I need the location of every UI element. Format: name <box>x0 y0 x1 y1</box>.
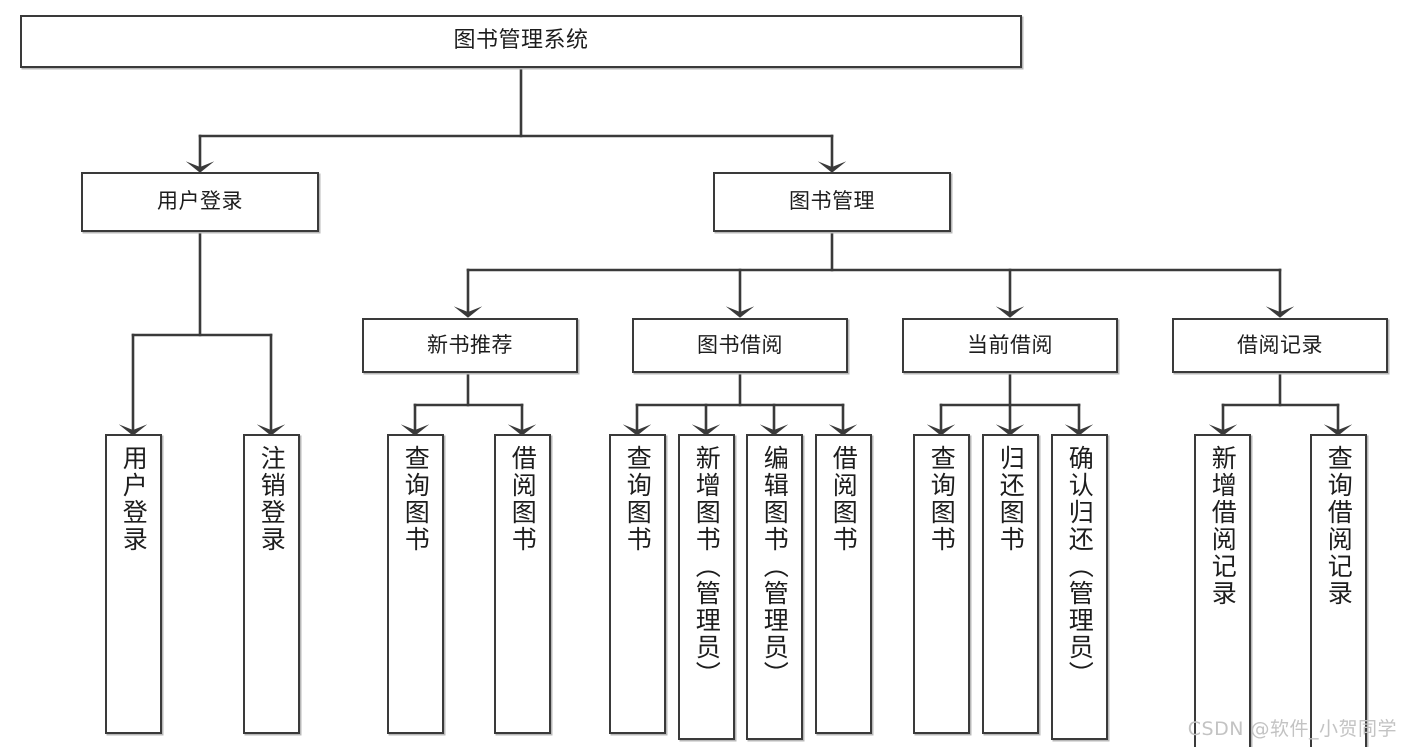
node-leaf-confirm-return[interactable]: 确认归还（管理员） <box>1051 434 1108 740</box>
node-leaf-return-book[interactable]: 归还图书 <box>982 434 1039 734</box>
node-leaf-borrow-book-1-label: 借阅图书 <box>508 445 538 553</box>
node-leaf-add-record[interactable]: 新增借阅记录 <box>1194 434 1251 747</box>
node-book-borrow[interactable]: 图书借阅 <box>632 318 848 373</box>
node-root[interactable]: 图书管理系统 <box>20 15 1022 68</box>
node-leaf-borrow-book-1[interactable]: 借阅图书 <box>494 434 551 734</box>
node-leaf-borrow-book-2-label: 借阅图书 <box>829 445 859 553</box>
node-book-borrow-label: 图书借阅 <box>697 332 783 357</box>
node-current-borrow[interactable]: 当前借阅 <box>902 318 1118 373</box>
node-leaf-query-book-2[interactable]: 查询图书 <box>609 434 666 734</box>
node-new-book-rec[interactable]: 新书推荐 <box>362 318 578 373</box>
node-borrow-record-label: 借阅记录 <box>1237 332 1323 357</box>
node-leaf-query-record-label: 查询借阅记录 <box>1324 445 1354 607</box>
node-leaf-add-book[interactable]: 新增图书（管理员） <box>678 434 735 740</box>
node-borrow-record[interactable]: 借阅记录 <box>1172 318 1388 373</box>
node-book-manage[interactable]: 图书管理 <box>713 172 951 232</box>
node-leaf-query-book-3[interactable]: 查询图书 <box>913 434 970 734</box>
node-leaf-query-book-1[interactable]: 查询图书 <box>387 434 444 734</box>
node-leaf-query-record[interactable]: 查询借阅记录 <box>1310 434 1367 747</box>
node-root-label: 图书管理系统 <box>453 28 589 54</box>
node-leaf-edit-book-label: 编辑图书（管理员） <box>760 445 790 688</box>
node-new-book-rec-label: 新书推荐 <box>427 332 513 357</box>
watermark: CSDN @软件_小贺同学 <box>1187 718 1397 740</box>
node-leaf-confirm-return-label: 确认归还（管理员） <box>1065 445 1095 688</box>
node-leaf-add-record-label: 新增借阅记录 <box>1208 445 1238 607</box>
node-leaf-logout[interactable]: 注销登录 <box>243 434 300 734</box>
node-leaf-logout-label: 注销登录 <box>257 445 287 553</box>
node-leaf-add-book-label: 新增图书（管理员） <box>692 445 722 688</box>
node-leaf-user-login-label: 用户登录 <box>119 445 149 553</box>
node-user-login-label: 用户登录 <box>157 189 243 214</box>
node-book-manage-label: 图书管理 <box>789 189 875 214</box>
node-leaf-query-book-2-label: 查询图书 <box>623 445 653 553</box>
node-leaf-query-book-3-label: 查询图书 <box>927 445 957 553</box>
node-leaf-borrow-book-2[interactable]: 借阅图书 <box>815 434 872 734</box>
node-user-login[interactable]: 用户登录 <box>81 172 319 232</box>
node-current-borrow-label: 当前借阅 <box>967 332 1053 357</box>
node-leaf-edit-book[interactable]: 编辑图书（管理员） <box>746 434 803 740</box>
node-leaf-return-book-label: 归还图书 <box>996 445 1026 553</box>
node-leaf-query-book-1-label: 查询图书 <box>401 445 431 553</box>
node-leaf-user-login[interactable]: 用户登录 <box>105 434 162 734</box>
